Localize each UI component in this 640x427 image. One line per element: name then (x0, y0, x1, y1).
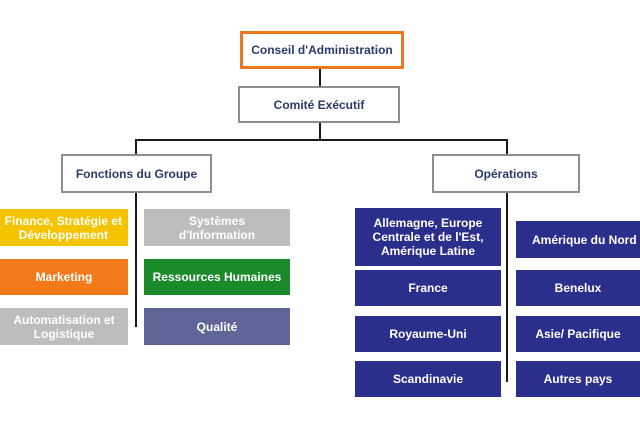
function-human-resources: Ressources Humaines (144, 259, 290, 295)
connector-main-bus (135, 139, 507, 141)
connector-bus-ops (506, 139, 508, 155)
connector-ops-spine (506, 192, 508, 382)
connector-group-spine (135, 192, 137, 327)
board-node: Conseil d'Administration (240, 31, 404, 69)
ops-scandinavia: Scandinavie (355, 361, 501, 397)
operations-node: Opérations (432, 154, 580, 193)
ops-other-countries: Autres pays (516, 361, 640, 397)
connector-bus-group (135, 139, 137, 155)
connector-exec-bus (319, 122, 321, 140)
ops-france: France (355, 270, 501, 306)
ops-benelux: Benelux (516, 270, 640, 306)
function-finance-strategy: Finance, Stratégie et Développement (0, 209, 128, 246)
ops-united-kingdom: Royaume-Uni (355, 316, 501, 352)
ops-asia-pacific: Asie/ Pacifique (516, 316, 640, 352)
executive-committee-node: Comité Exécutif (238, 86, 400, 123)
ops-germany-europe-latam: Allemagne, Europe Centrale et de l'Est, … (355, 208, 501, 266)
function-information-systems: Systèmes d'Information (144, 209, 290, 246)
function-marketing: Marketing (0, 259, 128, 295)
function-quality: Qualité (144, 308, 290, 345)
ops-north-america: Amérique du Nord (516, 221, 640, 258)
group-functions-node: Fonctions du Groupe (61, 154, 212, 193)
function-automation-logistics: Automatisation et Logistique (0, 308, 128, 345)
connector-board-exec (319, 68, 321, 86)
